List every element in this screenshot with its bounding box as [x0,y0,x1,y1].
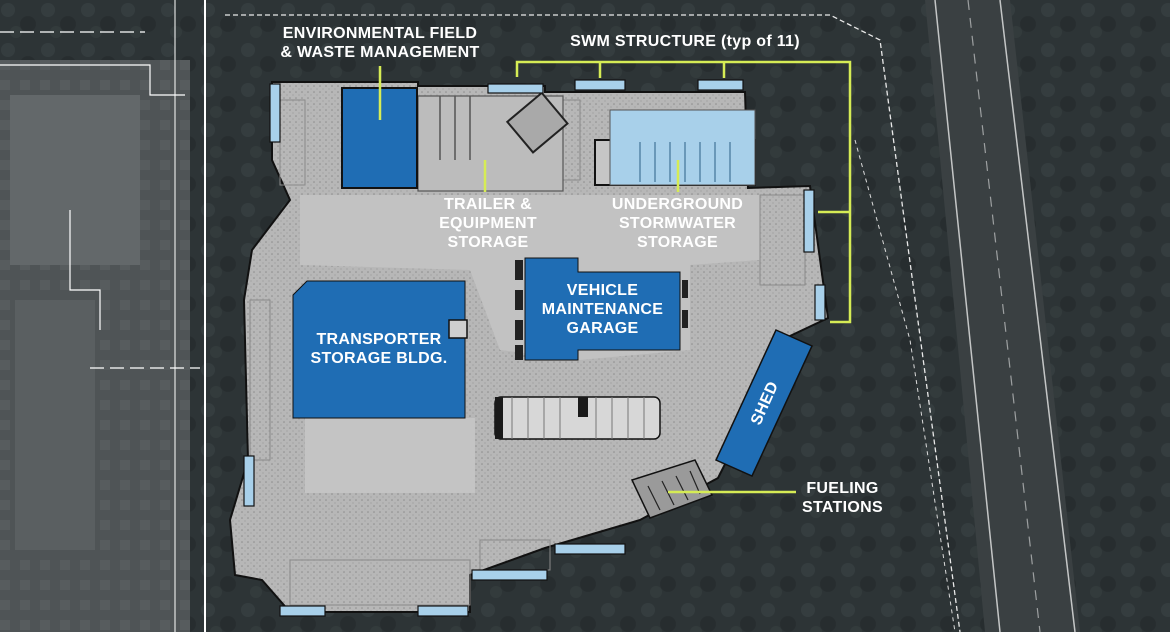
label-underground-line-3: STORAGE [637,234,718,251]
underground-stormwater-storage [609,109,756,186]
highway [925,0,1080,632]
equipment-pad [505,91,569,154]
highway-edge-3 [999,0,1076,632]
fence-line [225,14,961,632]
swm-structures [243,79,826,617]
label-vehicle-line-2: MAINTENANCE [541,301,664,318]
leader-lines [378,60,852,494]
label-transporter-line-2: STORAGE BLDG. [310,350,448,367]
garage-bay-doors [515,260,688,360]
highway-edge-2 [967,0,1041,632]
island-center [578,397,588,417]
label-swm-text: SWM STRUCTURE (typ of 11) [570,33,800,50]
label-fueling-line-2: STATIONS [802,499,883,516]
island-end [495,397,503,439]
label-trailer-line-3: STORAGE [447,234,529,251]
label-fueling-line-1: FUELING [806,480,879,497]
stormwater-chambers [639,142,731,182]
label-underground-stormwater: UNDERGROUND STORMWATER STORAGE [605,195,750,252]
vehicle-maintenance-garage [524,257,681,361]
label-fueling-stations: FUELING STATIONS [795,479,890,517]
label-env-line-1: ENVIRONMENTAL FIELD [282,25,478,42]
adjacent-building-roof [10,95,140,265]
label-vehicle-line-3: GARAGE [566,320,639,337]
left-lot-lines-2 [69,210,101,330]
trailer-stalls [439,96,471,160]
adjacent-building-roof-2 [15,300,95,550]
shed-building [715,329,813,477]
label-vehicle-maintenance: VEHICLE MAINTENANCE GARAGE [525,281,680,338]
label-swm-structure: SWM STRUCTURE (typ of 11) [560,32,810,51]
left-lot-lines [0,64,185,96]
swm-leader [515,60,852,324]
label-underground-line-1: UNDERGROUND [611,196,744,213]
transporter-annex [448,319,468,339]
island-stalls [511,397,645,439]
label-trailer-line-2: EQUIPMENT [439,215,537,232]
highway-edge-1 [934,0,1001,632]
label-trailer-line-1: TRAILER & [443,196,533,213]
parking-island [494,396,661,440]
label-underground-line-2: STORMWATER [618,215,737,232]
label-transporter-line-1: TRANSPORTER [316,331,442,348]
drive-aisle-2 [305,418,475,493]
label-environmental-field: ENVIRONMENTAL FIELD & WASTE MANAGEMENT [270,24,490,62]
label-env-line-2: & WASTE MANAGEMENT [280,44,480,61]
label-vehicle-line-1: VEHICLE [566,282,639,299]
label-trailer-equipment: TRAILER & EQUIPMENT STORAGE [428,195,548,252]
transporter-storage-building [292,280,466,419]
label-transporter-storage: TRANSPORTER STORAGE BLDG. [293,330,465,368]
